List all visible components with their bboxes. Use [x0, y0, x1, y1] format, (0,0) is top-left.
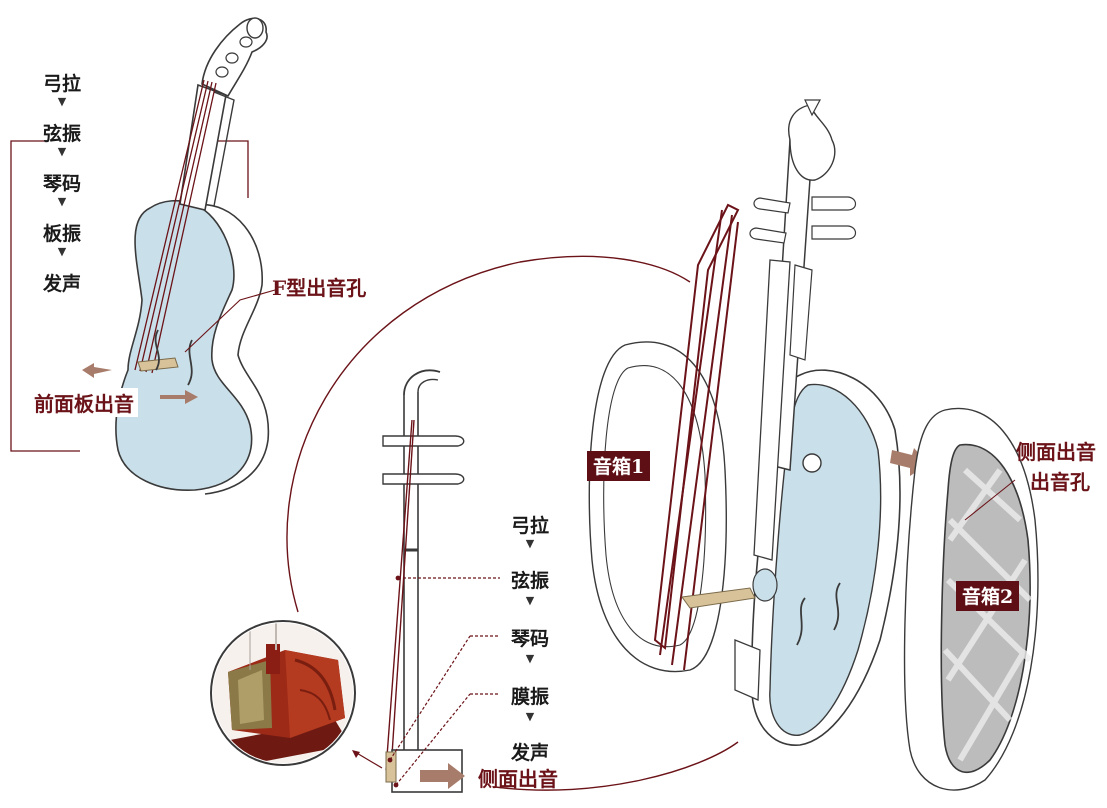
violin-flow-step-2: 弦振: [32, 119, 92, 146]
pipa-sound-hole-label: 出音孔: [1030, 466, 1090, 495]
erhu-flow-arrow-icon: ▼: [500, 595, 560, 607]
pipa-side-sound-label: 侧面出音: [1016, 436, 1096, 465]
erhu-flow-arrow-icon: ▼: [500, 538, 560, 550]
erhu-flow-arrow-icon: ▼: [500, 653, 560, 665]
violin-flow-arrow-icon: ▼: [32, 96, 92, 108]
violin-flow-step-5: 发声: [32, 269, 92, 296]
soundbox-2-tag: 音箱2: [956, 581, 1019, 611]
pipa-instrument: [589, 100, 1038, 790]
erhu-flow-step-3: 琴码: [500, 624, 560, 651]
erhu-soundbox-inset: [211, 621, 355, 765]
erhu-flow-step-2: 弦振: [500, 566, 560, 593]
soundbox-1-tag: 音箱1: [587, 451, 650, 481]
erhu: [352, 370, 500, 792]
erhu-flow-arrow-icon: ▼: [500, 711, 560, 723]
violin-flow-arrow-icon: ▼: [32, 196, 92, 208]
erhu-flow-step-1: 弓拉: [500, 511, 560, 538]
violin-flow-arrow-icon: ▼: [32, 146, 92, 158]
violin-bracket-right: [215, 141, 248, 198]
erhu-side-sound-label: 侧面出音: [478, 763, 558, 792]
violin-flow-step-3: 琴码: [32, 169, 92, 196]
violin-flow-step-1: 弓拉: [32, 69, 92, 96]
violin: [82, 18, 275, 494]
violin-flow-step-4: 板振: [32, 219, 92, 246]
violin-front-sound-label: 前面板出音: [30, 388, 138, 417]
erhu-flow-step-4: 膜振: [500, 682, 560, 709]
violin-flow-arrow-icon: ▼: [32, 246, 92, 258]
violin-f-hole-label: F型出音孔: [272, 272, 366, 301]
erhu-flow-step-5: 发声: [500, 738, 560, 765]
